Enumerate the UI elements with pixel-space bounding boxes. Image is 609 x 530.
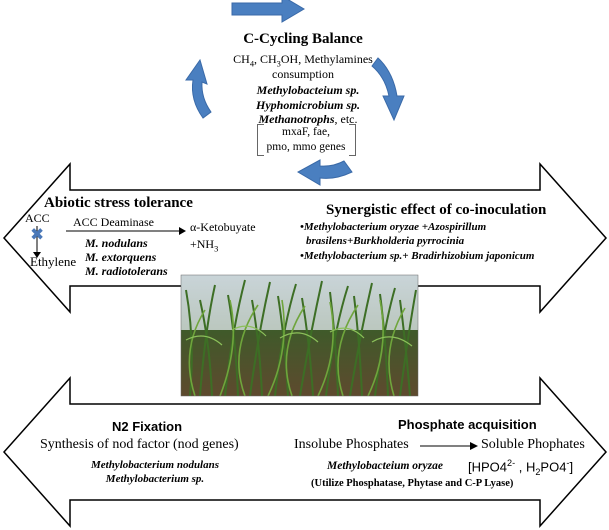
phosphate-enzymes: (Utilize Phosphatase, Phytase and C-P Ly… [311, 478, 514, 489]
carbon-cycle-genes-1: mxaF, fae, [282, 126, 330, 138]
phosphate-ions: [HPO42- , H2PO4-] [468, 458, 574, 477]
carbon-cycle-organism-2: Hyphomicrobium sp. [255, 98, 360, 112]
n2-fixation-organism-2: Methylobacterium sp. [105, 473, 205, 485]
n2-fixation-organism-1: Methylobacterium nodulans [90, 459, 220, 471]
synergy-bullet-2: •Methylobacterium sp.+ Bradirhizobium ja… [300, 250, 535, 262]
lower-double-arrow [2, 376, 608, 528]
inhibition-cross-icon: ✖ [30, 225, 45, 245]
carbon-cycle-organism-3: Methanotrophs, etc. [258, 112, 358, 126]
phosphate-organism: Methylobacteium oryzae [327, 460, 443, 472]
upper-double-arrow [2, 162, 608, 314]
acc-to-ethylene-arrowhead [33, 252, 41, 258]
insoluble-phosphates-label: Insolube Phosphates [294, 437, 409, 452]
ammonia-label: +NH3 [190, 237, 219, 254]
soluble-phosphates-label: Soluble Phophates [481, 437, 585, 452]
n2-fixation-title: N2 Fixation [112, 419, 183, 434]
abiotic-organism-3: M. radiotolerans [85, 264, 168, 278]
acc-deaminase-label: ACC Deaminase [73, 215, 154, 229]
carbon-cycle-genes-2: pmo, mmo genes [266, 141, 346, 153]
phosphate-title: Phosphate acquisition [398, 417, 537, 432]
ethylene-label: Ethylene [30, 254, 77, 269]
phosphate-conversion-arrowhead [470, 442, 478, 450]
crop-field-photo [180, 274, 419, 397]
genes-right-bracket [349, 124, 356, 156]
cycle-arrow-left [185, 58, 212, 119]
abiotic-organism-2: M. extorquens [85, 250, 157, 264]
cycle-arrow-top [231, 0, 305, 23]
carbon-cycle-title: C-Cycling Balance [243, 31, 363, 47]
ketobuyate-label: α-Ketobuyate [190, 220, 256, 234]
cycle-arrow-bottom [296, 159, 353, 186]
cycle-arrow-right [371, 57, 405, 122]
n2-fixation-nod-factor: Synthesis of nod factor (nod genes) [40, 437, 239, 452]
acc-label: ACC [25, 211, 50, 225]
carbon-cycle-organism-1: Methylobacteium sp. [256, 83, 360, 97]
acc-deaminase-arrowhead [179, 227, 186, 235]
carbon-cycle-substrates: CH4, CH3OH, Methylamines [233, 52, 373, 69]
synergy-bullet-1-line-1: •Methylobacterium oryzae +Azospirillum [300, 221, 487, 233]
synergy-title: Synergistic effect of co-inoculation [326, 202, 547, 218]
abiotic-organism-1: M. nodulans [85, 236, 148, 250]
synergy-bullet-1-line-2: brasilens+Burkholderia pyrrocinia [306, 235, 465, 247]
carbon-cycle-consumption: consumption [272, 67, 334, 81]
genes-left-bracket [257, 124, 264, 156]
abiotic-title: Abiotic stress tolerance [44, 195, 193, 211]
